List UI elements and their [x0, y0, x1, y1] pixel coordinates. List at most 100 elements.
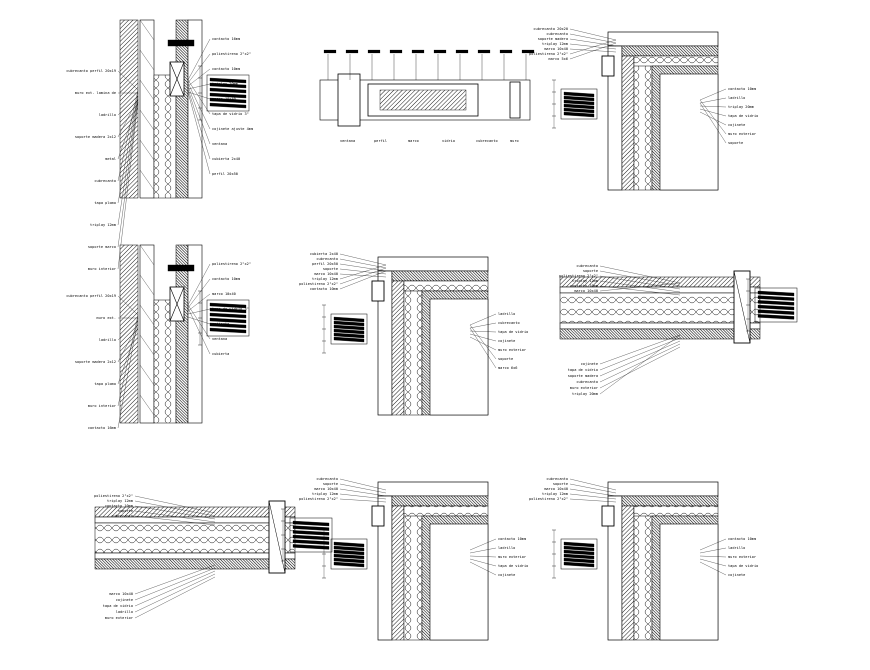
callout-label: marco 10x40	[544, 487, 568, 491]
callout-label: triplay 12mm	[312, 277, 338, 281]
window-louver-pack	[198, 65, 250, 121]
callout-label: poliestireno 2"x2"	[299, 282, 338, 286]
callout-label: ladrillo	[116, 610, 133, 614]
callout-label: marco 10x40	[314, 272, 338, 276]
callout-label: tapa de vidrio	[498, 330, 528, 334]
callout-label: marco 6x6	[498, 366, 517, 370]
callout-label: cubrecanto	[316, 477, 338, 481]
callout-label: poliestireno 2"x2"	[529, 52, 568, 56]
callout-label: contacto 10mm	[728, 537, 756, 541]
callout-label: tapa plomo	[94, 382, 116, 386]
callout-label: soporte	[583, 269, 598, 273]
callout-label: marco 10x40	[212, 292, 236, 296]
callout-label: contacto 10mm	[212, 67, 240, 71]
callout-label: cubierta 2x40	[212, 157, 240, 161]
callout-label: tapa de vidrio	[568, 368, 598, 372]
callout-label: soporte madera	[568, 374, 598, 378]
callout-label: soporte marco	[88, 245, 116, 249]
window-louver-pack	[322, 304, 368, 354]
callout-label: tapa de vidrio	[498, 564, 528, 568]
callout-label: ladrillo	[99, 338, 116, 342]
callout-label: cubrecanto	[316, 257, 338, 261]
callout-label: tapa de vidrio	[728, 114, 758, 118]
callout-label: cojinete	[212, 322, 229, 326]
callout-label: soporte	[498, 357, 513, 361]
callout-label: marco 10x40	[212, 97, 236, 101]
callout-label: ventana	[212, 337, 227, 341]
window-louver-pack	[322, 529, 368, 579]
callout-label: triplay 12mm	[312, 492, 338, 496]
callout-label: triplay 12mm	[542, 42, 568, 46]
callout-label: marco 10x40	[314, 487, 338, 491]
window-louver-pack	[746, 278, 798, 332]
callout-label: tapa de vidrio	[728, 564, 758, 568]
callout-label: soporte madera	[538, 37, 568, 41]
callout-label: muro exterior	[570, 386, 599, 390]
callout-label: ventana	[340, 139, 355, 143]
callout-label: contacto 10mm	[728, 87, 756, 91]
callout-label: ventana	[212, 142, 227, 146]
callout-label: cubrecanto	[498, 321, 520, 325]
callout-label: poliestireno 2"x2"	[94, 494, 133, 498]
callout-label: cubrecanto perfil 20x19	[66, 294, 116, 298]
callout-label: tapa plomo	[94, 201, 116, 205]
callout-label: cubrecanto	[546, 32, 568, 36]
callout-label: perfil	[374, 139, 387, 143]
callout-label: cubrecanto	[111, 514, 133, 518]
callout-label: vidrio	[442, 139, 455, 143]
window-louver-pack	[198, 290, 250, 346]
callout-label: marco 10x40	[574, 289, 598, 293]
callout-label: soporte	[118, 509, 133, 513]
callout-label: triplay 12mm	[572, 279, 598, 283]
callout-label: soporte	[323, 267, 338, 271]
callout-label: cubrecanto	[576, 264, 598, 268]
callout-label: cojinete	[498, 573, 515, 577]
detail-d4: cubrecanto perfil 20x19 muro ext. ladrillo…	[66, 244, 251, 430]
callout-label: cubrecanto	[476, 139, 498, 143]
callout-label: soporte	[728, 141, 743, 145]
callout-label: muro interior	[88, 404, 117, 408]
callout-label: ladrillo	[728, 96, 745, 100]
callout-label: triplay 20mm	[572, 392, 598, 396]
callout-label: muro ext.	[97, 316, 116, 320]
callout-label: muro exterior	[498, 348, 527, 352]
callout-label: cubierta 2x40	[310, 252, 338, 256]
callout-label: ladrillo	[498, 312, 515, 316]
callout-label: cojinete	[498, 339, 515, 343]
callout-label: muro exterior	[498, 555, 527, 559]
callout-label: muro	[510, 139, 519, 143]
callout-label: cubierta	[212, 352, 229, 356]
callout-label: poliestireno 2"x2"	[212, 262, 251, 266]
callout-label: triplay 12mm	[107, 499, 133, 503]
callout-label: contacto 10mm	[105, 504, 133, 508]
callout-label: soporte madera 2x12	[75, 135, 116, 139]
callout-label: perfil 20x50	[312, 262, 338, 266]
callout-label: poliestireno 2"x2"	[529, 497, 568, 501]
callout-label: triplay 20mm	[728, 105, 754, 109]
callout-label: cojinete	[728, 573, 745, 577]
callout-label: cubrecanto perfil 20x19	[66, 69, 116, 73]
callout-label: ladrillo	[99, 113, 116, 117]
callout-label: tapa de vidrio 3"	[212, 307, 249, 311]
callout-label: cojinete ajuste 4mm	[212, 127, 253, 131]
callout-label: tapa de vidrio 3"	[212, 112, 249, 116]
window-louver-pack	[552, 529, 598, 579]
callout-label: marco	[408, 139, 419, 143]
callout-label: muro exterior	[728, 555, 757, 559]
callout-label: marco 10x40	[544, 47, 568, 51]
callout-label: triplay 12mm	[542, 492, 568, 496]
callout-label: triplay 12mm	[90, 223, 116, 227]
callout-label: muro interior	[88, 267, 117, 271]
callout-label: poliestireno 2"x2"	[212, 52, 251, 56]
callout-label: poliestireno 2"x2"	[299, 497, 338, 501]
callout-label: contacto 10mm	[570, 284, 598, 288]
callout-label: triplay 20mm	[212, 82, 238, 86]
callout-label: ladrillo	[728, 546, 745, 550]
callout-label: cojinete	[728, 123, 745, 127]
